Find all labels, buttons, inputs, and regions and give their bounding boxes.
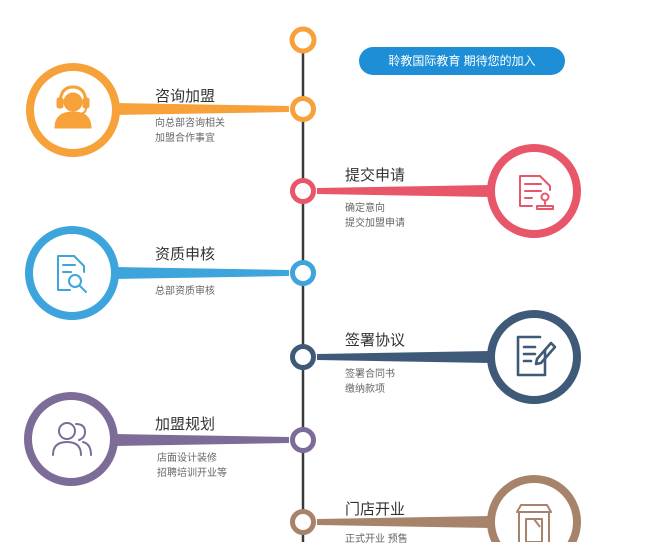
storefront-icon [516, 504, 552, 542]
step-3-line-1: 总部资质审核 [155, 286, 215, 297]
step-4-line-1: 签署合同书 [345, 369, 395, 380]
step-2-graphic [290, 144, 581, 238]
step-5-line-1: 店面设计装修 [157, 453, 217, 464]
step-2-line-1: 确定意向 [345, 203, 385, 214]
step-1-line-1: 向总部咨询相关 [155, 118, 225, 129]
step-node [290, 344, 316, 370]
document-search-icon [57, 255, 87, 293]
step-node [290, 96, 316, 122]
users-icon [52, 422, 92, 456]
step-connector [116, 267, 289, 279]
sign-document-icon [516, 335, 557, 377]
step-badge [487, 310, 581, 404]
step-3-graphic [25, 226, 316, 320]
step-6-description: 正式开业 预售 [345, 532, 408, 547]
step-2-line-2: 提交加盟申请 [345, 218, 405, 229]
step-connector [116, 103, 289, 115]
step-connector [317, 516, 490, 528]
step-4-description: 签署合同书 缴纳款项 [345, 367, 395, 397]
step-6-graphic [290, 475, 581, 542]
step-6-title: 门店开业 [345, 501, 406, 518]
step-4-line-2: 缴纳款项 [345, 384, 385, 395]
step-node [290, 509, 316, 535]
step-badge [25, 226, 119, 320]
recruitment-banner: 聆教国际教育 期待您的加入 [359, 47, 565, 75]
step-1-title: 咨询加盟 [155, 88, 216, 105]
step-connector [317, 351, 490, 363]
step-node [290, 260, 316, 286]
step-5-line-2: 招聘培训开业等 [157, 468, 227, 479]
step-5-graphic [24, 392, 316, 486]
step-5-title: 加盟规划 [155, 416, 216, 433]
step-6-line-1: 正式开业 预售 [345, 534, 408, 545]
step-3-title: 资质申核 [155, 246, 216, 263]
step-1-graphic [26, 63, 316, 157]
step-node [290, 178, 316, 204]
step-4-graphic [290, 310, 581, 404]
step-5-description: 店面设计装修 招聘培训开业等 [157, 451, 227, 481]
timeline-top-node [289, 26, 317, 54]
step-4-title: 签署协议 [345, 332, 406, 349]
step-connector [317, 185, 490, 197]
step-connector [116, 434, 289, 446]
headset-icon [54, 85, 92, 129]
step-badge [487, 475, 581, 542]
step-1-description: 向总部咨询相关 加盟合作事宜 [155, 116, 225, 146]
step-node [290, 427, 316, 453]
step-3-description: 总部资质审核 [155, 284, 215, 299]
step-1-line-2: 加盟合作事宜 [155, 133, 215, 144]
application-form-icon [519, 175, 554, 210]
step-2-description: 确定意向 提交加盟申请 [345, 201, 405, 231]
step-2-title: 提交申请 [345, 167, 406, 184]
